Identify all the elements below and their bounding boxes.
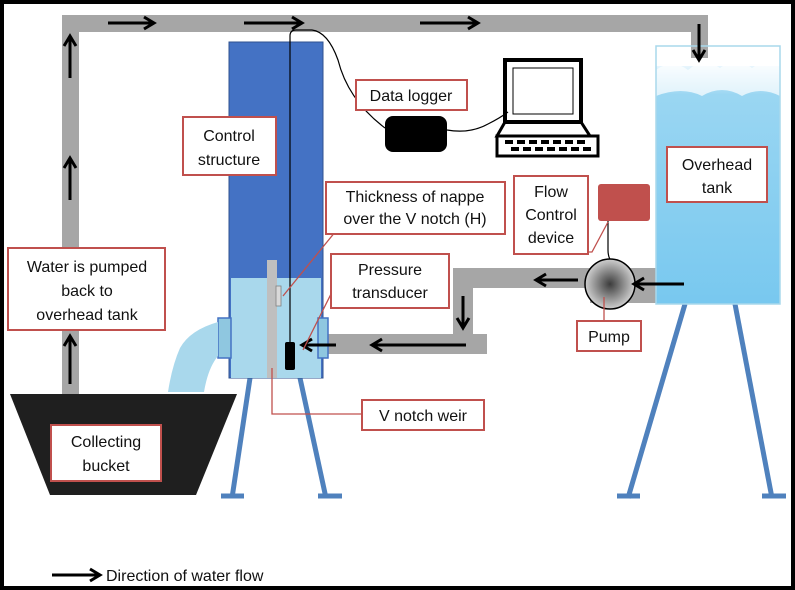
label-pumped-line3: overhead tank — [36, 307, 138, 324]
label-thickness-line1: Thickness of nappe — [346, 189, 485, 206]
label-overhead-tank: Overhead tank — [666, 146, 768, 203]
label-thickness-of-nappe: Thickness of nappe over the V notch (H) — [325, 181, 506, 235]
label-flow-control-device: Flow Control device — [513, 175, 589, 255]
legend: Direction of water flow — [52, 567, 264, 585]
pump-icon — [584, 258, 636, 310]
data-logger-icon — [385, 116, 447, 152]
label-pressure-line1: Pressure — [358, 262, 422, 279]
label-flow-line2: Control — [525, 207, 577, 224]
label-collecting-bucket: Collecting bucket — [50, 424, 162, 482]
label-bucket-line2: bucket — [82, 458, 130, 475]
label-data-logger-text: Data logger — [370, 88, 453, 105]
label-pumped-line1: Water is pumped — [27, 259, 147, 276]
label-v-notch-weir: V notch weir — [361, 399, 485, 431]
label-water-pumped-back: Water is pumped back to overhead tank — [7, 247, 166, 331]
label-pump-text: Pump — [588, 329, 630, 346]
label-pressure-line2: transducer — [352, 285, 428, 302]
label-overhead-line2: tank — [702, 180, 733, 197]
v-notch-weir-plate — [267, 260, 277, 378]
flow-arrows — [62, 15, 707, 384]
computer-icon — [494, 58, 600, 158]
label-pumped-line2: back to — [61, 283, 113, 300]
flow-control-device-icon — [598, 184, 650, 221]
label-bucket-line1: Collecting — [71, 434, 141, 451]
label-flow-line1: Flow — [534, 184, 568, 201]
legend-arrow-icon — [52, 567, 103, 583]
label-control-structure: Control structure — [182, 116, 277, 176]
control-structure — [168, 41, 342, 499]
label-data-logger: Data logger — [355, 79, 468, 111]
label-pressure-transducer: Pressure transducer — [330, 253, 450, 309]
pressure-transducer-icon — [285, 342, 295, 370]
label-flow-line3: device — [528, 230, 574, 247]
label-overhead-line1: Overhead — [682, 157, 752, 174]
label-control-structure-line2: structure — [198, 152, 260, 169]
label-thickness-line2: over the V notch (H) — [343, 211, 486, 228]
leader-lines — [271, 221, 609, 415]
label-v-notch-text: V notch weir — [379, 408, 468, 425]
label-pump: Pump — [576, 320, 642, 352]
legend-text: Direction of water flow — [106, 568, 264, 585]
label-control-structure-line1: Control — [203, 128, 255, 145]
logger-cable — [446, 111, 509, 132]
